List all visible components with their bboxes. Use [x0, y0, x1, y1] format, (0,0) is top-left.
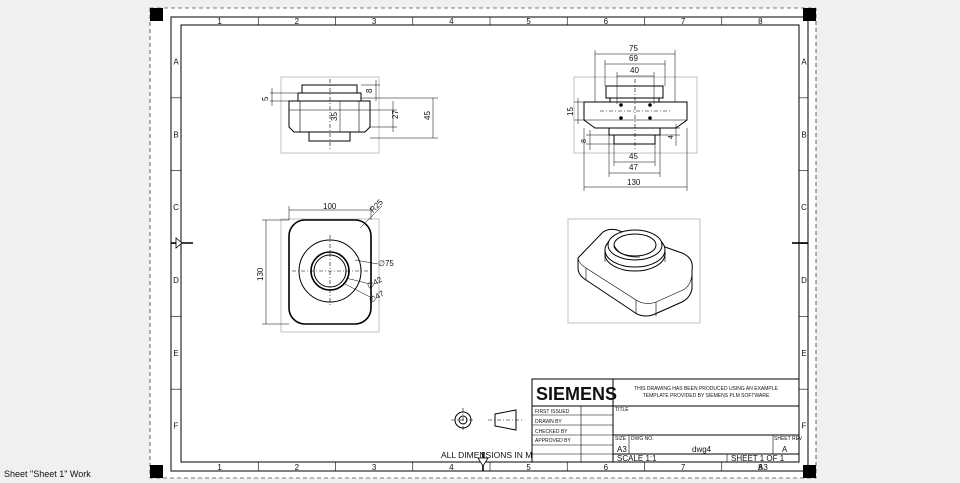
title-block: SIEMENS THIS DRAWING HAS BEEN PRODUCED U…	[531, 378, 803, 472]
zone-row-label-right-F: F	[802, 422, 807, 431]
zone-col-label-top-5: 5	[526, 17, 531, 26]
top-view-frame	[280, 218, 380, 333]
row-drawn-by: DRAWN BY	[535, 419, 562, 425]
zone-row-label-left-F: F	[174, 422, 179, 431]
zone-col-label-bottom-6: 6	[604, 463, 609, 472]
zone-col-label-top-1: 1	[217, 17, 222, 26]
zone-col-label-top-2: 2	[295, 17, 300, 26]
dwg-no-value: dwg4	[692, 445, 712, 454]
front-view: 5 8 35 27 45	[261, 76, 438, 154]
zone-row-label-left-A: A	[173, 57, 179, 66]
right-view-frame	[573, 76, 698, 154]
centering-marks	[171, 237, 808, 471]
front-dim-27: 27	[391, 110, 400, 119]
disclaimer-line-1: THIS DRAWING HAS BEEN PRODUCED USING AN …	[634, 386, 778, 392]
sheet-count: SHEET 1 OF 1	[731, 454, 785, 463]
right-view: 75 69 40 15 45 47 130 8 4	[566, 44, 698, 191]
row-approved-by: APPROVED BY	[535, 438, 572, 444]
corner-marks	[150, 8, 816, 478]
zone-ticks	[171, 17, 808, 471]
row-checked-by: CHECKED BY	[535, 429, 568, 435]
top-dim-100: 100	[323, 202, 337, 211]
sheet-size: A3	[758, 463, 768, 472]
zone-row-label-right-C: C	[801, 203, 807, 212]
zone-col-label-bottom-7: 7	[681, 463, 686, 472]
front-dim-45: 45	[423, 111, 432, 120]
right-dim-130: 130	[627, 178, 641, 187]
right-dim-47: 47	[629, 163, 638, 172]
trim-line	[149, 7, 817, 479]
front-dim-5: 5	[261, 96, 270, 101]
front-dim-35: 35	[330, 112, 339, 121]
zone-row-label-right-D: D	[801, 276, 807, 285]
zone-col-label-bottom-3: 3	[372, 463, 377, 472]
right-dim-8: 8	[581, 139, 588, 143]
zone-col-label-bottom-8: 8	[758, 463, 763, 472]
zone-col-label-top-6: 6	[604, 17, 609, 26]
zone-col-label-top-7: 7	[681, 17, 686, 26]
projection-symbol-icon	[451, 408, 524, 432]
zone-col-label-top-4: 4	[449, 17, 454, 26]
scale-value: SCALE 1:1	[617, 454, 657, 463]
row-first-issued: FIRST ISSUED	[535, 409, 570, 415]
front-view-frame	[280, 76, 380, 154]
top-dim-130: 130	[256, 267, 265, 281]
zone-col-label-bottom-5: 5	[526, 463, 531, 472]
outer-frame	[170, 16, 809, 472]
isometric-view	[567, 218, 701, 324]
sheet-rev-label: SHEET REV	[774, 436, 803, 442]
zone-col-label-bottom-1: 1	[217, 463, 222, 472]
front-dim-8: 8	[365, 88, 374, 93]
right-dim-75: 75	[629, 44, 638, 53]
zone-row-label-left-E: E	[173, 349, 178, 358]
right-dim-45: 45	[629, 152, 638, 161]
zone-row-label-left-C: C	[173, 203, 179, 212]
right-dim-40: 40	[630, 66, 639, 75]
top-dim-d75: ∅75	[378, 259, 394, 268]
zone-row-label-left-B: B	[173, 130, 178, 139]
dwg-no-label: DWG NO.	[631, 436, 654, 442]
isometric-view-frame	[567, 218, 701, 324]
units-note: ALL DIMENSIONS IN MM	[441, 450, 539, 460]
zone-col-label-bottom-2: 2	[295, 463, 300, 472]
status-bar-text: Sheet "Sheet 1" Work	[4, 469, 91, 479]
size-value: A3	[617, 445, 627, 454]
right-dim-15: 15	[566, 107, 575, 116]
disclaimer-line-2: TEMPLATE PROVIDED BY SIEMENS PLM SOFTWAR…	[643, 393, 770, 399]
siemens-logo: SIEMENS	[536, 384, 617, 404]
zone-col-label-top-3: 3	[372, 17, 377, 26]
zone-row-label-left-D: D	[173, 276, 179, 285]
zone-col-label-bottom-4: 4	[449, 463, 454, 472]
zone-col-label-top-8: 8	[758, 17, 763, 26]
zone-row-label-right-B: B	[801, 130, 806, 139]
size-label: SIZE	[615, 436, 627, 442]
right-dim-4: 4	[668, 135, 675, 139]
rev-value: A	[782, 445, 788, 454]
right-dim-69: 69	[629, 54, 638, 63]
title-label: TITLE	[615, 407, 629, 413]
zone-row-label-right-A: A	[801, 57, 807, 66]
zone-row-label-right-E: E	[801, 349, 806, 358]
